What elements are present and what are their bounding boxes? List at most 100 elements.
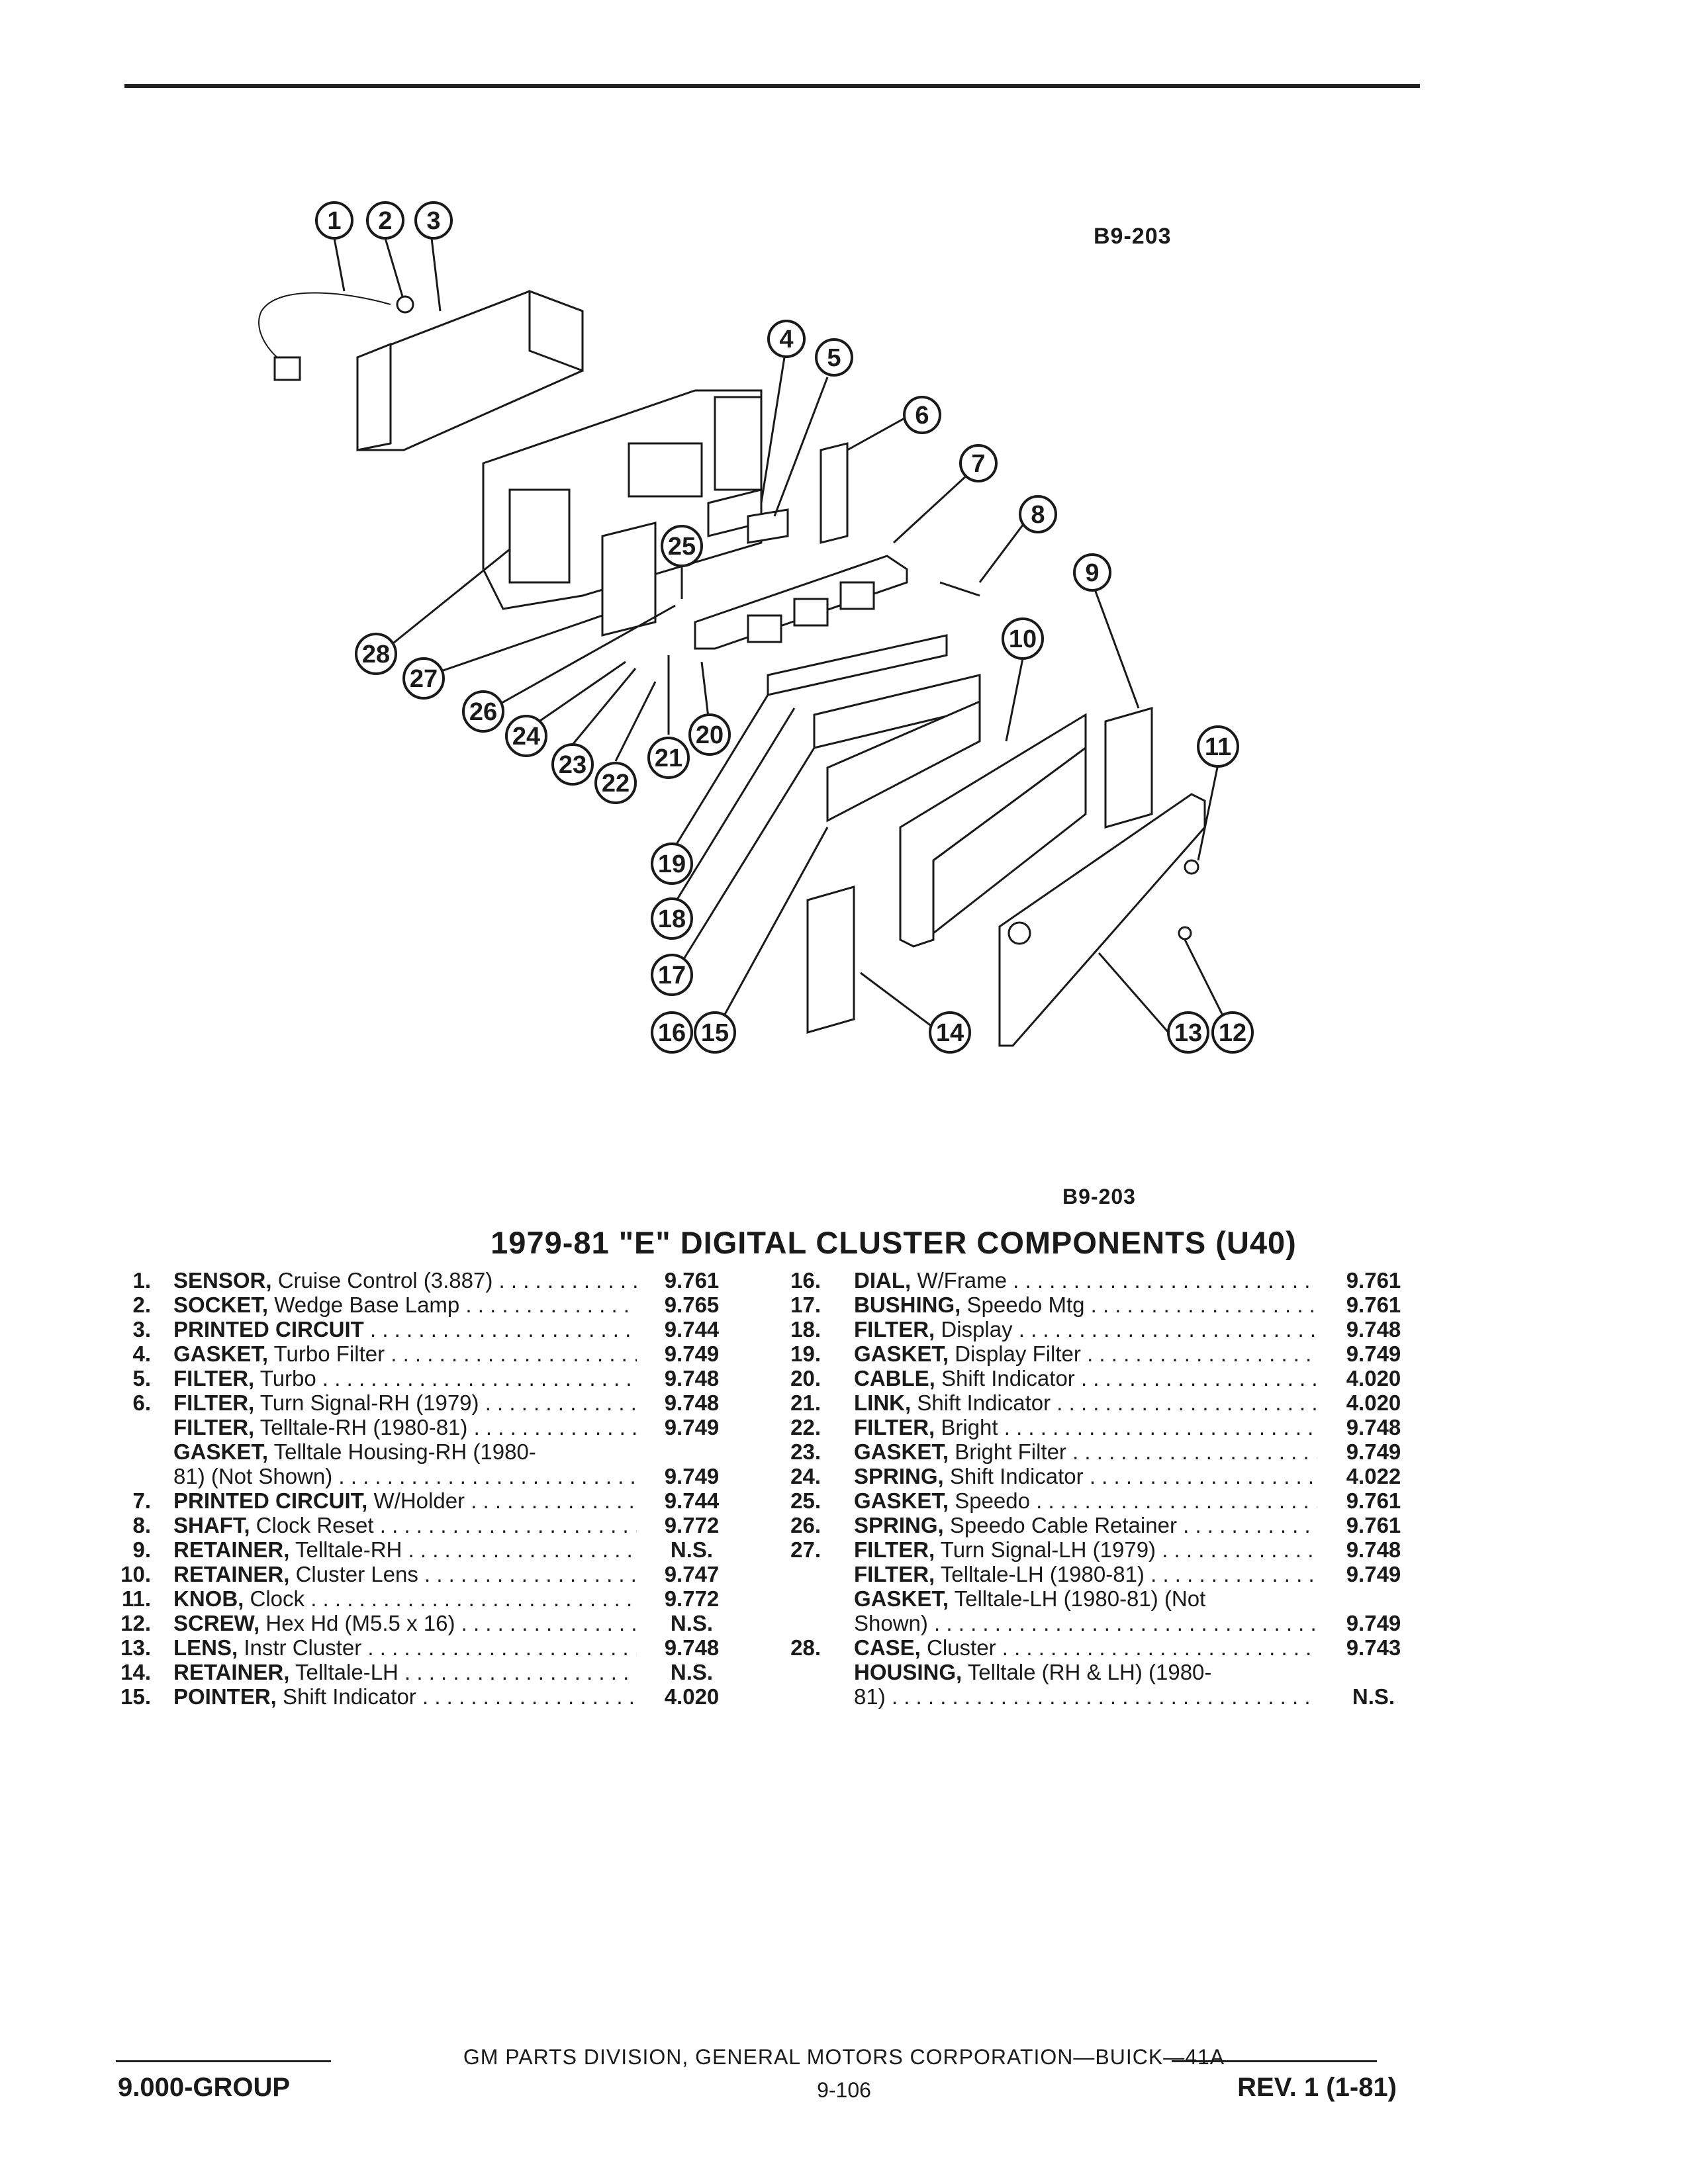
group-number: 9.761	[1346, 1513, 1401, 1537]
part-name: DIAL,	[854, 1268, 912, 1293]
part-number: 12.	[120, 1611, 151, 1635]
group-number: 9.765	[664, 1293, 720, 1317]
part-row: 23.GASKET, Bright Filter . . . . . . . .…	[781, 1439, 1417, 1464]
part-description: HOUSING, Telltale (RH & LH) (1980-	[854, 1660, 1317, 1684]
leader-dots: . . . . . . . . . . . . . . . . . . . . …	[322, 1366, 637, 1390]
group-number: 9.748	[1346, 1317, 1401, 1342]
leader-dots: . . . . . . . . . . . . . . . . . . . . …	[424, 1562, 637, 1586]
part-name: SPRING,	[854, 1513, 944, 1537]
svg-text:15: 15	[701, 1019, 729, 1047]
part-name: PRINTED CIRCUIT,	[173, 1488, 368, 1513]
top-rule	[124, 84, 1420, 88]
part-display-filter	[767, 634, 948, 696]
leader-dots: . . . . . . . . . . . . . . . . . . . . …	[1056, 1390, 1317, 1415]
group-number: 9.743	[1346, 1635, 1401, 1660]
group-number: 9.749	[664, 1342, 720, 1366]
leader-dots: . . . . . . . . . . . . . . . . . . . . …	[473, 1415, 637, 1439]
group-number: N.S.	[670, 1660, 714, 1684]
callout-21: 21	[647, 737, 690, 779]
part-row: 22.FILTER, Bright . . . . . . . . . . . …	[781, 1415, 1417, 1439]
svg-text:8: 8	[1031, 501, 1045, 529]
part-number: 28.	[790, 1635, 821, 1660]
part-row: 4.GASKET, Turbo Filter . . . . . . . . .…	[99, 1342, 735, 1366]
svg-text:13: 13	[1174, 1019, 1202, 1047]
part-description: Shown) . . . . . . . . . . . . . . . . .…	[854, 1611, 1317, 1635]
part-description: FILTER, Display . . . . . . . . . . . . …	[854, 1317, 1317, 1342]
part-detail: Telltale-LH (1980-81)	[935, 1562, 1145, 1586]
part-row: 81) . . . . . . . . . . . . . . . . . . …	[781, 1684, 1417, 1709]
part-number: 8.	[132, 1513, 151, 1537]
part-description: POINTER, Shift Indicator . . . . . . . .…	[173, 1684, 637, 1709]
part-filter-turbo	[747, 508, 789, 544]
part-description: SPRING, Shift Indicator . . . . . . . . …	[854, 1464, 1317, 1488]
part-detail: Display	[935, 1317, 1013, 1342]
part-row: 25.GASKET, Speedo . . . . . . . . . . . …	[781, 1488, 1417, 1513]
part-row: 3.PRINTED CIRCUIT . . . . . . . . . . . …	[99, 1317, 735, 1342]
part-detail: Turbo Filter	[268, 1342, 385, 1366]
group-number: 9.761	[1346, 1293, 1401, 1317]
leader-dots: . . . . . . . . . . . . . . . . . . . . …	[391, 1342, 637, 1366]
part-description: FILTER, Turbo . . . . . . . . . . . . . …	[173, 1366, 637, 1390]
part-detail: Telltale-LH (1980-81) (Not	[949, 1586, 1206, 1611]
part-name: LINK,	[854, 1390, 912, 1415]
parts-list-left: 1.SENSOR, Cruise Control (3.887) . . . .…	[99, 1268, 735, 1709]
part-detail: Shown)	[854, 1611, 928, 1635]
part-detail: Display Filter	[949, 1342, 1081, 1366]
part-retainer-lh	[806, 886, 855, 1034]
callout-14: 14	[929, 1011, 971, 1054]
part-row: 15.POINTER, Shift Indicator . . . . . . …	[99, 1684, 735, 1709]
group-number: 4.022	[1346, 1464, 1401, 1488]
callout-9: 9	[1073, 553, 1111, 592]
part-row: 7.PRINTED CIRCUIT, W/Holder . . . . . . …	[99, 1488, 735, 1513]
part-name: RETAINER,	[173, 1537, 290, 1562]
part-detail: Cluster Lens	[289, 1562, 418, 1586]
part-row: 2.SOCKET, Wedge Base Lamp . . . . . . . …	[99, 1293, 735, 1317]
part-description: GASKET, Turbo Filter . . . . . . . . . .…	[173, 1342, 637, 1366]
parts-list-right: 16. DIAL, W/Frame . . . . . . . . . . . .…	[781, 1268, 1417, 1709]
footer-rule-left	[116, 2060, 331, 2062]
group-number: 9.749	[664, 1464, 720, 1488]
callout-28: 28	[355, 633, 397, 675]
leader-dots: . . . . . . . . . . . . . . . . . . . . …	[1018, 1317, 1317, 1342]
part-row: 81) (Not Shown) . . . . . . . . . . . . …	[99, 1464, 735, 1488]
part-name: GASKET,	[854, 1342, 949, 1366]
leader-dots: . . . . . . . . . . . . . . . . . . . . …	[1090, 1293, 1317, 1317]
section-title: 1979-81 "E" DIGITAL CLUSTER COMPONENTS (…	[491, 1225, 1297, 1260]
part-description: GASKET, Display Filter . . . . . . . . .…	[854, 1342, 1317, 1366]
part-detail: 81) (Not Shown)	[173, 1464, 333, 1488]
part-description: FILTER, Turn Signal-RH (1979) . . . . . …	[173, 1390, 637, 1415]
part-name: LENS,	[173, 1635, 238, 1660]
svg-text:10: 10	[1009, 625, 1037, 653]
svg-text:28: 28	[362, 641, 390, 668]
part-number: 5.	[132, 1366, 151, 1390]
footer-rule-right	[1172, 2060, 1377, 2062]
part-row: 17.BUSHING, Speedo Mtg . . . . . . . . .…	[781, 1293, 1417, 1317]
svg-text:21: 21	[655, 745, 682, 772]
callout-3: 3	[414, 201, 453, 240]
part-description: DIAL, W/Frame . . . . . . . . . . . . . …	[854, 1268, 1317, 1293]
group-number: 9.748	[1346, 1415, 1401, 1439]
part-name: CABLE,	[854, 1366, 935, 1390]
callout-1: 1	[315, 201, 353, 240]
part-description: LENS, Instr Cluster . . . . . . . . . . …	[173, 1635, 637, 1660]
part-detail: Shift Indicator	[943, 1464, 1084, 1488]
callout-19: 19	[651, 842, 693, 885]
leader-dots: . . . . . . . . . . . . . . . . . . . . …	[379, 1513, 637, 1537]
part-description: FILTER, Bright . . . . . . . . . . . . .…	[854, 1415, 1317, 1439]
part-row: 28.CASE, Cluster . . . . . . . . . . . .…	[781, 1635, 1417, 1660]
part-socket	[396, 295, 414, 314]
exploded-diagram: 1 2 3 4 5 6 7 8 9 10 11 12 13 14 15 16 1…	[258, 201, 1254, 1054]
svg-text:25: 25	[668, 533, 696, 561]
part-name: GASKET,	[854, 1488, 949, 1513]
group-number: 9.749	[1346, 1562, 1401, 1586]
group-number: 9.772	[664, 1586, 720, 1611]
part-number: 16.	[790, 1268, 821, 1293]
callout-17: 17	[651, 954, 693, 996]
part-number: 27.	[790, 1537, 821, 1562]
part-name: GASKET,	[173, 1439, 269, 1464]
part-description: PRINTED CIRCUIT, W/Holder . . . . . . . …	[173, 1488, 637, 1513]
part-number: 23.	[790, 1439, 821, 1464]
part-detail: 81)	[854, 1684, 886, 1709]
callout-6: 6	[903, 396, 941, 434]
part-number: 3.	[132, 1317, 151, 1342]
